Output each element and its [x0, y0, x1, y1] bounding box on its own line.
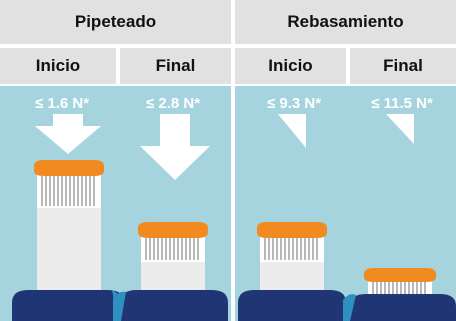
- header-pipetting: Pipeteado: [0, 0, 231, 44]
- force-value-4: ≤ 11.5 N*: [371, 94, 433, 112]
- illustration: [12, 114, 456, 321]
- col-4-label: Final: [383, 56, 423, 75]
- pipette-plunger-icon: [113, 222, 228, 321]
- force-label-1: ≤ 1.6 N*: [6, 92, 118, 114]
- down-arrow-icon: [386, 114, 414, 144]
- down-arrow-icon: [35, 114, 101, 154]
- force-label-4: ≤ 11.5 N*: [346, 92, 456, 114]
- force-label-3: ≤ 9.3 N*: [238, 92, 350, 114]
- pipette-plunger-icon: [343, 268, 456, 321]
- pipette-plunger-icon: [238, 222, 346, 321]
- force-value-3: ≤ 9.3 N*: [266, 94, 322, 112]
- col-2-header: Final: [120, 48, 231, 84]
- header-overshoot: Rebasamiento: [235, 0, 456, 44]
- col-2-label: Final: [155, 56, 196, 75]
- col-1-header: Inicio: [0, 48, 116, 84]
- header-overshoot-label: Rebasamiento: [287, 12, 404, 31]
- down-arrow-icon: [140, 114, 210, 180]
- down-arrow-icon: [278, 114, 306, 148]
- force-label-2: ≤ 2.8 N*: [117, 92, 229, 114]
- header-pipetting-label: Pipeteado: [74, 12, 157, 31]
- force-value-1: ≤ 1.6 N*: [34, 94, 90, 112]
- col-3-label: Inicio: [268, 56, 313, 75]
- pipette-plunger-icon: [12, 160, 126, 321]
- force-value-2: ≤ 2.8 N*: [145, 94, 201, 112]
- col-4-header: Final: [350, 48, 456, 84]
- col-1-label: Inicio: [35, 56, 81, 75]
- col-3-header: Inicio: [235, 48, 346, 84]
